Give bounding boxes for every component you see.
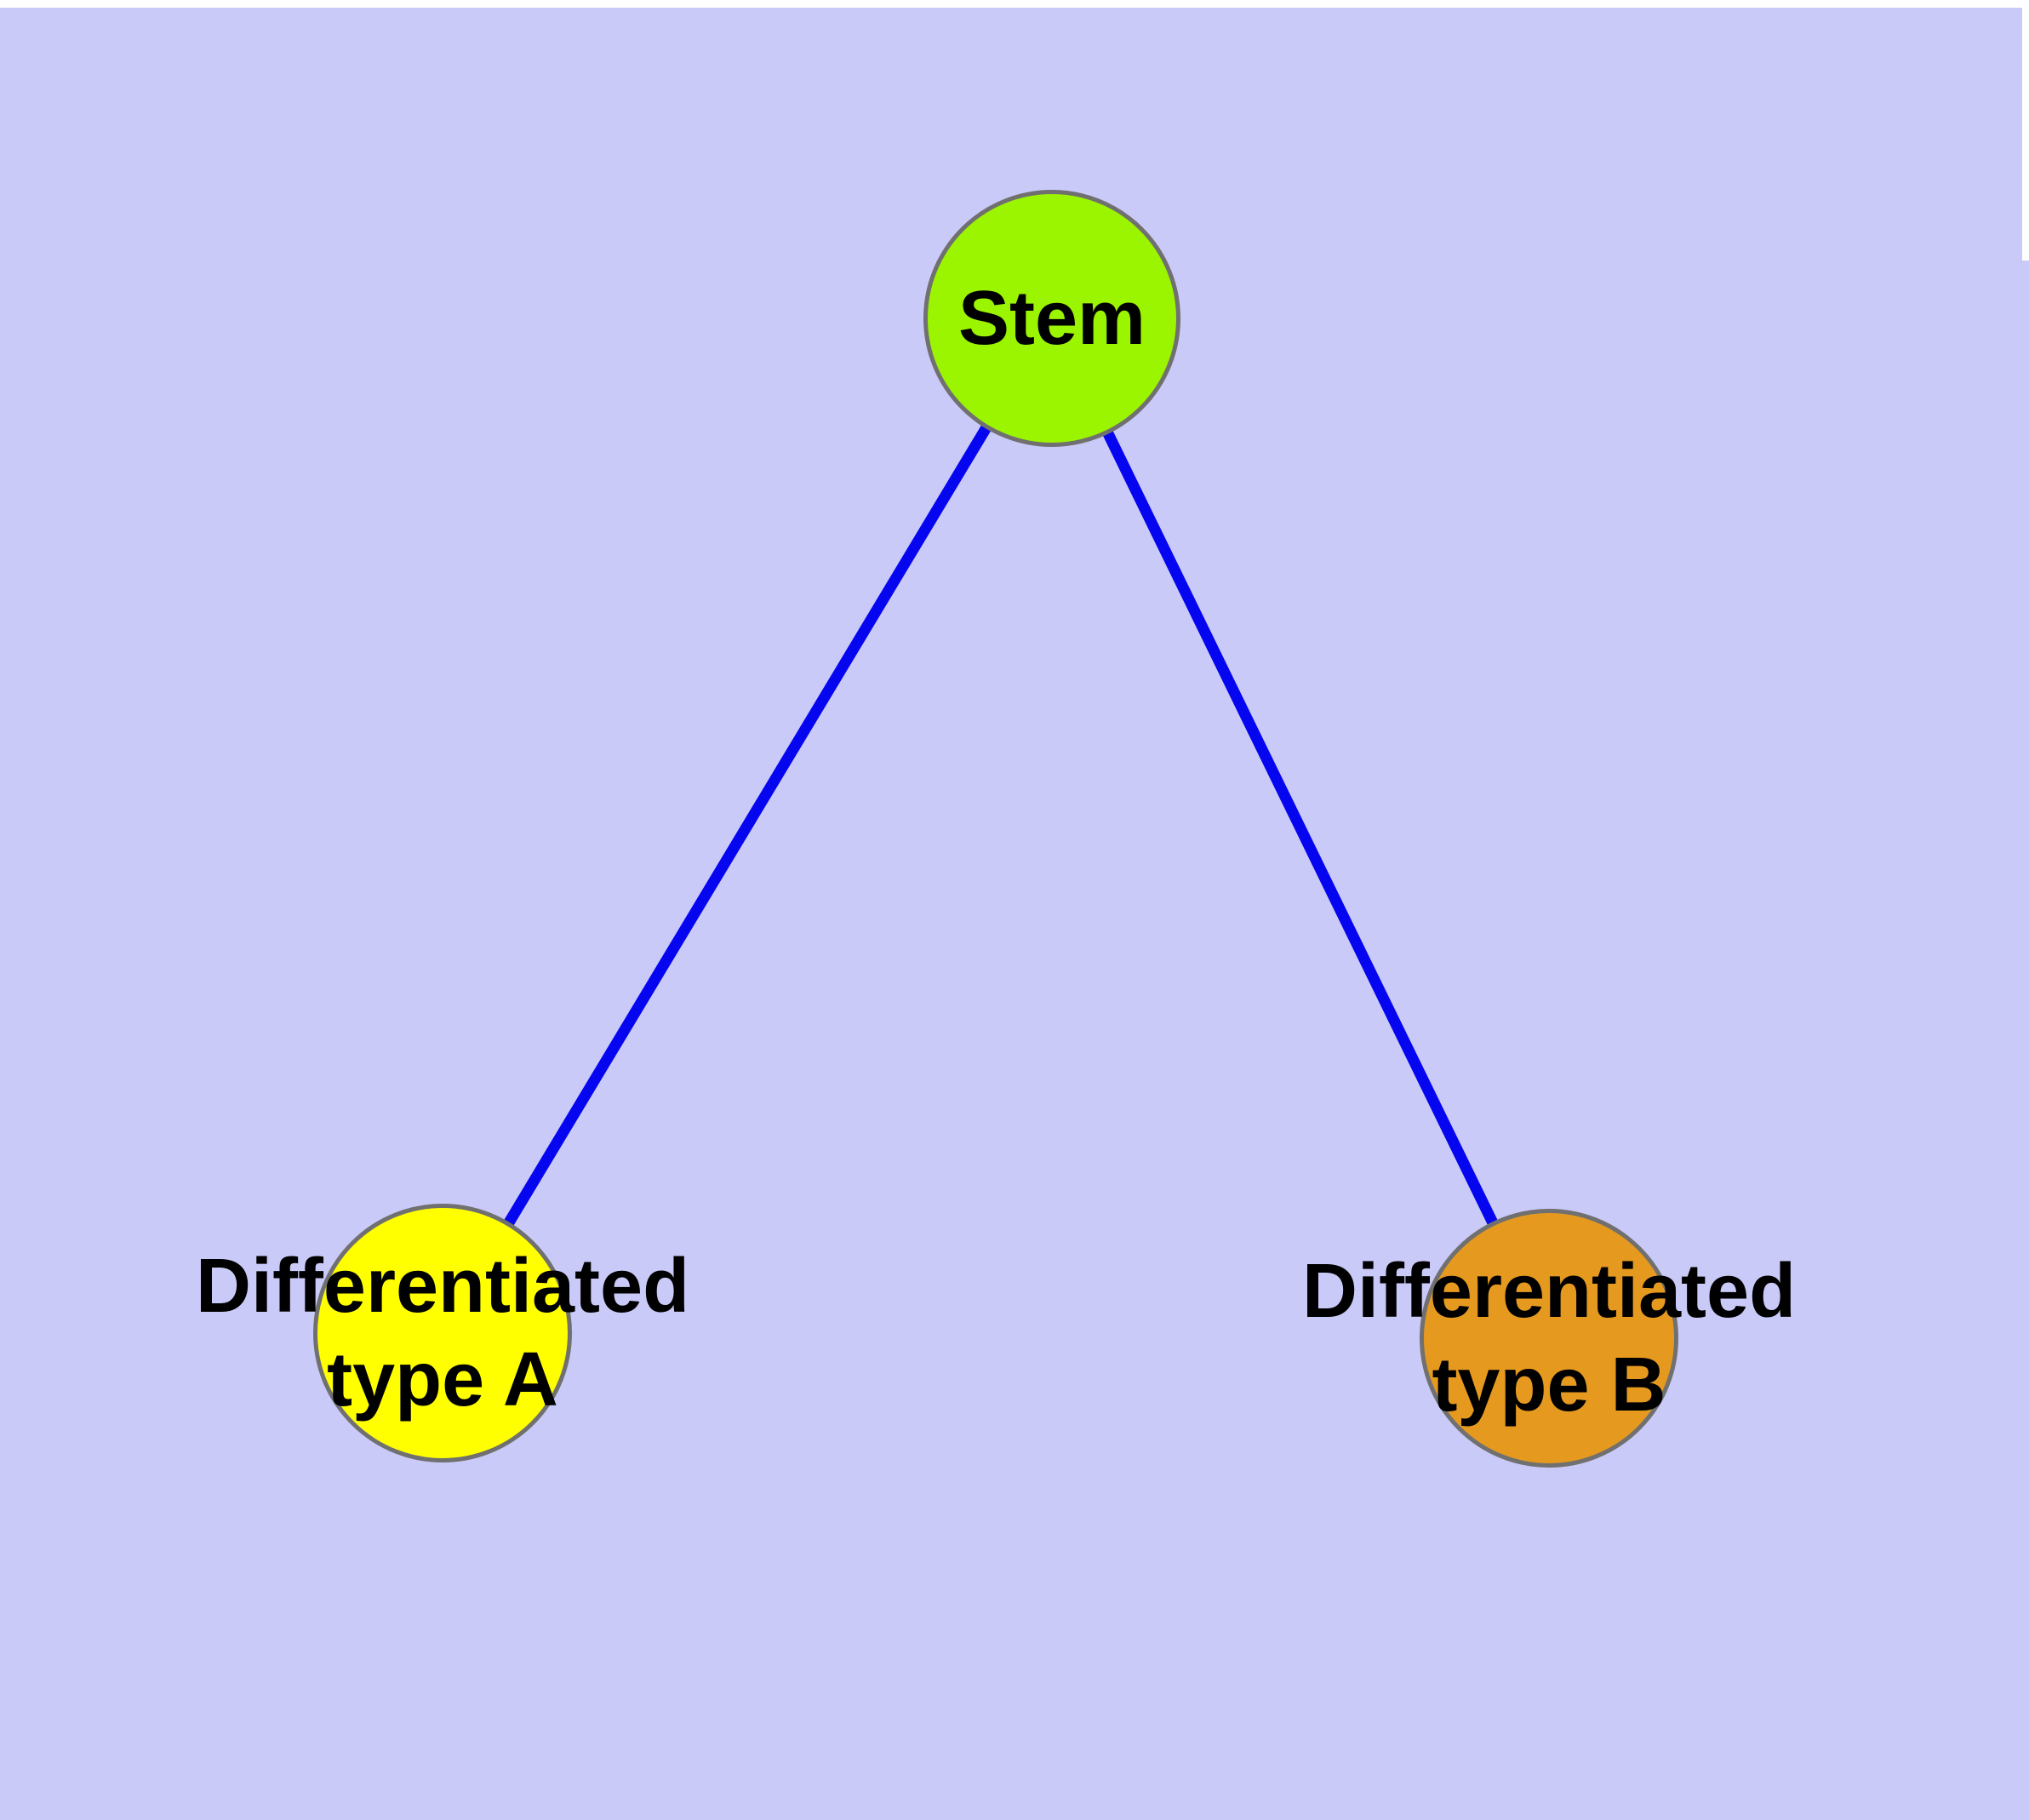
right-margin-strip — [2022, 0, 2029, 260]
node-differentiated-type-b — [1420, 1209, 1678, 1468]
top-margin-strip — [0, 0, 2029, 8]
node-stem-label: Stem — [957, 276, 1146, 361]
node-differentiated-type-b-label: Differentiated type B — [1301, 1249, 1797, 1428]
edge-stem-to-type-a — [437, 315, 1057, 1336]
edge-stem-to-type-b — [1047, 316, 1554, 1341]
node-differentiated-type-a-label: Differentiated type A — [195, 1244, 690, 1422]
node-differentiated-type-a — [313, 1204, 572, 1462]
node-stem — [923, 190, 1180, 447]
